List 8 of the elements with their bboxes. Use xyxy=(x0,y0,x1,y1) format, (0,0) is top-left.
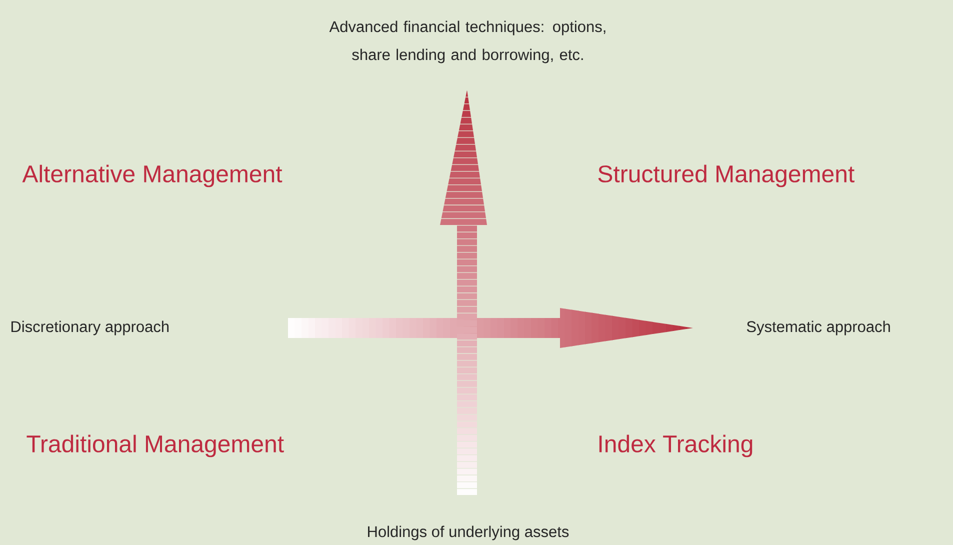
axis-label: Advanced financial techniques: options, share lending and borrowing, etc. xyxy=(329,20,606,64)
axis-label: Holdings of underlying assets xyxy=(368,526,569,540)
quadrant-title: Traditional Management xyxy=(26,434,284,458)
axis-label: Discretionary approach xyxy=(11,320,169,336)
quadrant-title: Index Tracking xyxy=(599,434,752,458)
quadrant-title: Structured Management xyxy=(598,164,854,188)
quadrant-title: Alternative Management xyxy=(22,164,282,188)
axis-label: Systematic approach xyxy=(746,320,890,336)
